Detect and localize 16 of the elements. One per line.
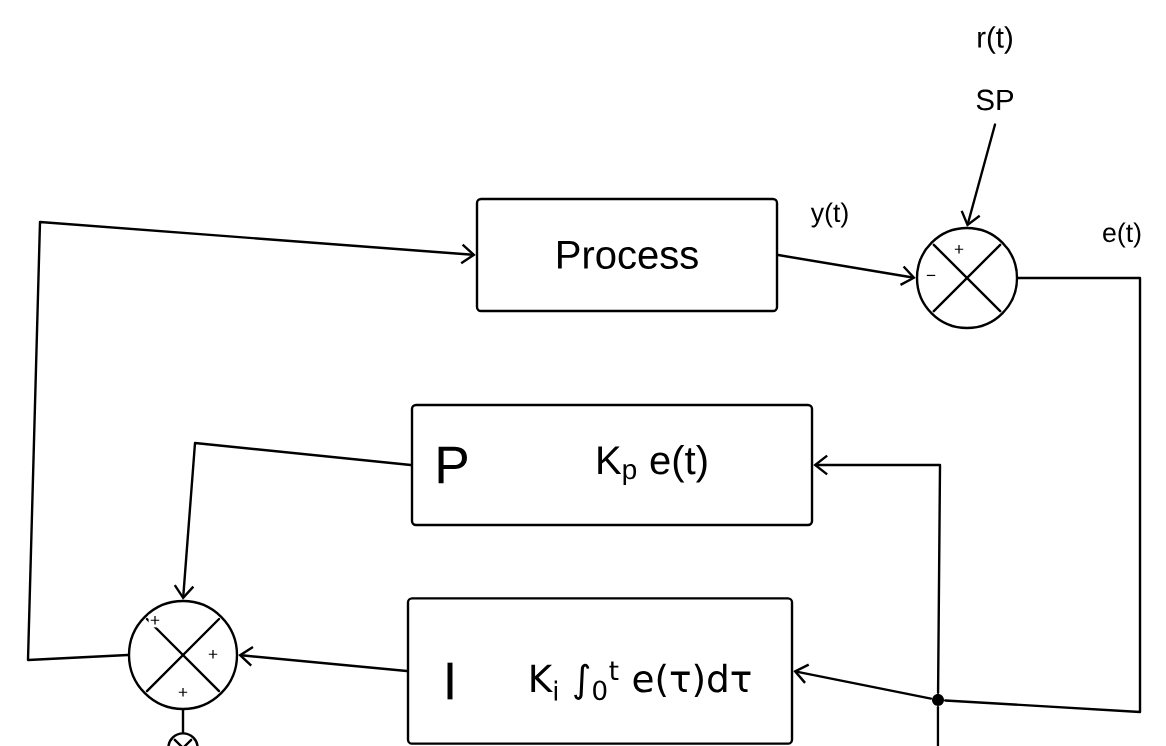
arrow (238, 646, 408, 673)
arrow (26, 220, 476, 662)
setpoint-label: r(t) SP (974, 25, 1016, 112)
arrow (813, 454, 942, 694)
arrow (960, 123, 997, 227)
edge-label: y(t) (809, 201, 851, 229)
process-block: Process (475, 197, 779, 313)
summing-junction: + + + (127, 599, 239, 711)
summing-junction (167, 732, 199, 746)
arrow (793, 663, 933, 700)
edge-label: e(t) (1100, 221, 1144, 249)
summing-junction: + − (915, 226, 1019, 330)
proportional-block: P K$_{p}$ e(t) (410, 403, 814, 527)
arrow (173, 441, 412, 600)
arrow (777, 253, 916, 286)
integral-block: I K$_{i}$ ∫$_{0}$$^{t}$ e(τ)dτ (406, 597, 794, 745)
